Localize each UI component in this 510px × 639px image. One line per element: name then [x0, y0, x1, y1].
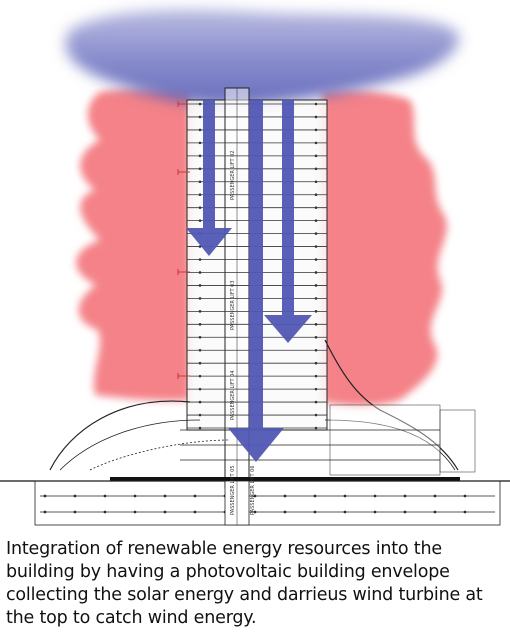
slab-node [314, 284, 318, 287]
wind-arrow-left [186, 100, 232, 256]
solar-envelope-right [322, 90, 447, 406]
slab-node [314, 310, 318, 313]
slab-node [198, 387, 202, 391]
slab-node [198, 374, 202, 378]
lift-label-low: PASSENGER LIFT 04 [230, 370, 236, 420]
wind-arrow-center [228, 100, 284, 462]
lift-label-mid: PASSENGER LIFT 03 [230, 280, 236, 330]
lift-label-top: PASSENGER LIFT 02 [230, 150, 236, 200]
lift-label-base: PASSENGER LIFT 05 [230, 465, 236, 515]
slab-node [198, 180, 202, 184]
facade-marker [177, 269, 190, 275]
slab-node [314, 374, 318, 378]
slab-node [198, 413, 202, 417]
facade-markers [177, 101, 190, 379]
podium-section [49, 339, 476, 476]
slab-node [198, 284, 202, 287]
slab-node [314, 102, 318, 106]
slab-node [198, 141, 202, 145]
slab-node [198, 400, 202, 404]
wind-arrow-right [264, 100, 312, 343]
slab-node [198, 206, 202, 209]
slab-node [314, 271, 318, 274]
slab-node [198, 154, 202, 158]
facade-marker [177, 169, 190, 175]
slab-node [198, 167, 202, 171]
lift-label-base-2: PASSENGER LIFT 06 [250, 465, 256, 515]
slab-node [314, 245, 318, 248]
slab-node [314, 323, 318, 326]
slab-node [198, 335, 202, 339]
slab-node [198, 115, 202, 119]
slab-node [314, 232, 318, 235]
slab-node [198, 245, 202, 248]
slab-node [314, 361, 318, 365]
slab-node [314, 193, 318, 197]
slab-node [314, 128, 318, 132]
slab-node [314, 141, 318, 145]
slab-node [314, 154, 318, 158]
slab-node [198, 348, 202, 352]
facade-marker [177, 373, 190, 379]
slab-node [198, 297, 202, 300]
slab-node [198, 323, 202, 326]
figure-caption: Integration of renewable energy resource… [6, 539, 483, 628]
solar-envelope-left [76, 88, 190, 401]
slab-node [314, 258, 318, 261]
wind-flow-arrows [186, 100, 312, 462]
slab-node [314, 297, 318, 300]
slab-node [314, 180, 318, 184]
slab-node [314, 348, 318, 352]
slab-node [314, 335, 318, 339]
slab-node [198, 128, 202, 132]
slab-node [198, 271, 202, 274]
slab-node [314, 413, 318, 417]
slab-node [198, 361, 202, 365]
slab-node [314, 400, 318, 404]
slab-node [314, 426, 318, 430]
slab-node [314, 219, 318, 222]
slab-node [198, 426, 202, 430]
slab-node [314, 387, 318, 391]
slab-node [198, 310, 202, 313]
slab-node [198, 102, 202, 106]
slab-node [198, 258, 202, 261]
slab-node [314, 206, 318, 209]
facade-marker [177, 101, 190, 107]
wind-cloud [65, 9, 459, 107]
slab-node [314, 167, 318, 171]
building-section-diagram: PASSENGER LIFT 02 PASSENGER LIFT 03 PASS… [0, 9, 510, 526]
slab-node [198, 219, 202, 222]
slab-node [198, 193, 202, 197]
slab-node [314, 115, 318, 119]
basement-section [34, 480, 501, 526]
